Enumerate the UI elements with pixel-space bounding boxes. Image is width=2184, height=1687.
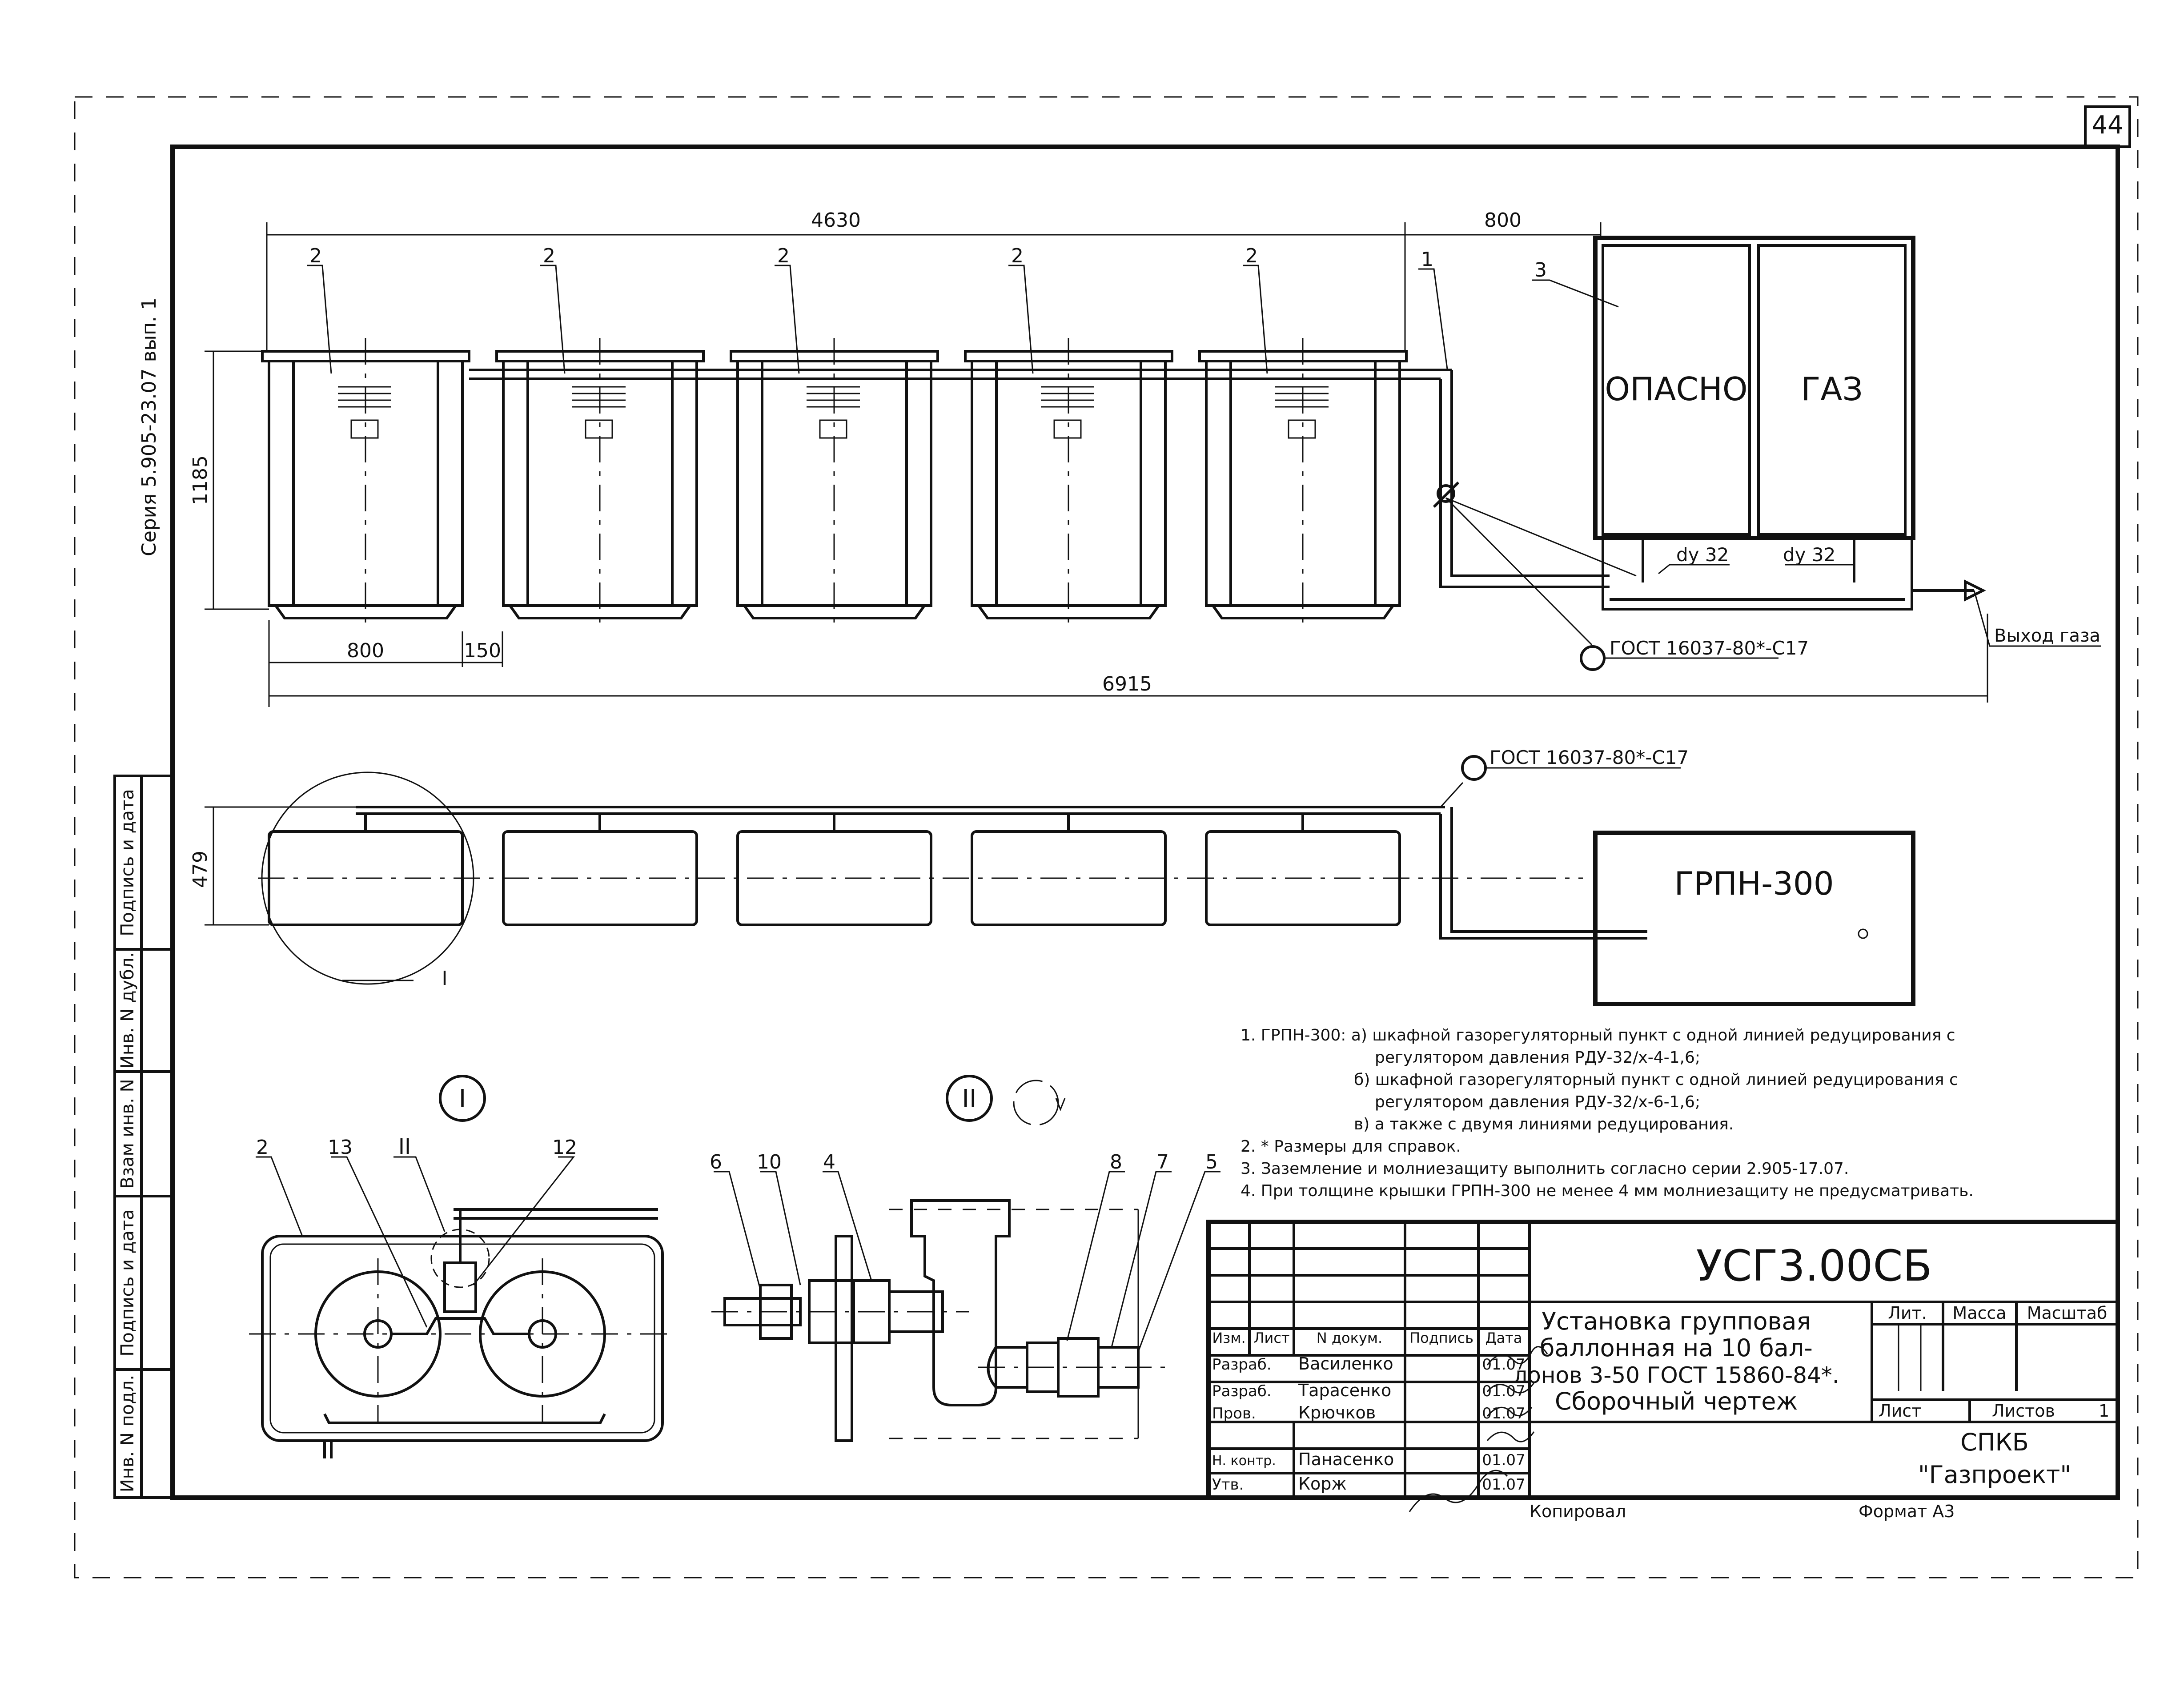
role-norm-control: Н. контр. [1212, 1453, 1276, 1469]
scale-label: Масштаб [2027, 1303, 2108, 1323]
drawing-title-line: Сборочный чертеж [1555, 1387, 1798, 1415]
grpn-warning-left: ОПАСНО [1605, 370, 1747, 408]
drawing-title-line: лонов 3-50 ГОСТ 15860-84*. [1513, 1362, 1839, 1388]
grpn-warning-right: ГАЗ [1801, 370, 1863, 408]
org-name-line-2: "Газпроект" [1918, 1461, 2071, 1489]
detail-II-callout-4: 4 [823, 1151, 835, 1173]
dim-depth: 479 [189, 851, 212, 888]
cabinet-callout: 2 [777, 245, 790, 267]
role-developer-2: Разраб. [1212, 1382, 1272, 1400]
date-approver: 01.07 [1482, 1476, 1525, 1494]
detail-I [249, 1075, 671, 1458]
lit-label: Лит. [1888, 1303, 1927, 1323]
note-line: б) шкафной газорегуляторный пункт с одно… [1354, 1071, 1958, 1089]
detail-I-callout-2: 2 [256, 1136, 269, 1159]
date-developer-2: 01.07 [1482, 1382, 1525, 1400]
collector-pipe [469, 369, 1610, 588]
name-checker: Крючков [1298, 1403, 1376, 1422]
detail-I-callout: I [442, 967, 448, 990]
grpn-cabinet [1593, 236, 1986, 611]
cabinet-callout: 2 [543, 245, 555, 267]
callout-leaders [307, 265, 2101, 671]
cabinet-callout: 2 [1011, 245, 1024, 267]
date-checker: 01.07 [1482, 1405, 1525, 1422]
name-developer: Василенко [1298, 1354, 1393, 1374]
pipe-callout: 1 [1421, 248, 1433, 271]
plan-view [205, 755, 1915, 1006]
side-stamp-signature-1: Подпись и дата [117, 789, 138, 936]
name-developer-2: Тарасенко [1298, 1381, 1391, 1400]
side-stamp-dup-inv: Инв. N дубл. [117, 952, 138, 1068]
detail-II-callout-8: 8 [1110, 1151, 1122, 1173]
side-stamp [113, 775, 174, 1499]
detail-I-title: I [459, 1084, 466, 1113]
copied-label: Копировал [1530, 1502, 1626, 1521]
detail-I-callout-12: 12 [552, 1136, 577, 1159]
note-line: 4. При толщине крышки ГРПН-300 не менее … [1241, 1182, 1974, 1200]
note-line: 1. ГРПН-300: а) шкафной газорегуляторный… [1241, 1026, 1955, 1044]
dimensions-front [205, 222, 1988, 707]
name-approver: Корж [1298, 1474, 1347, 1494]
format-label: Формат А3 [1859, 1502, 1955, 1521]
detail-II-callout-7: 7 [1156, 1151, 1169, 1173]
dim-gap: 800 [1484, 209, 1522, 232]
mass-label: Масса [1952, 1303, 2006, 1323]
detail-I-callout-13: 13 [328, 1136, 353, 1159]
drawing-title-line: Установка групповая [1542, 1307, 1811, 1335]
note-line: 3. Заземление и молниезащиту выполнить с… [1241, 1160, 1849, 1178]
sheet-label: Лист [1879, 1401, 1921, 1421]
role-checker: Пров. [1212, 1405, 1256, 1422]
date-developer: 01.07 [1482, 1356, 1525, 1374]
col-header-sheet: Лист [1253, 1330, 1289, 1346]
col-header-signature: Подпись [1409, 1330, 1473, 1346]
dim-total: 6915 [1102, 673, 1152, 695]
inlet-size-label: dy 32 [1676, 544, 1729, 566]
col-header-date: Дата [1485, 1330, 1522, 1346]
dim-total-top: 4630 [811, 209, 861, 232]
col-header-doc: N докум. [1317, 1330, 1382, 1346]
front-view: ОПАСНО ГАЗ 2 2 2 2 2 1 3 dy 32 dy 32 ГОС… [189, 209, 2101, 707]
cabinet-callout: 2 [309, 245, 322, 267]
note-line: регулятором давления РДУ-32/х-6-1,6; [1375, 1093, 1700, 1111]
name-norm-control: Панасенко [1298, 1450, 1394, 1469]
detail-I-callout-II: II [398, 1134, 411, 1159]
sheets-label: Листов [1992, 1401, 2055, 1421]
general-notes: 1. ГРПН-300: а) шкафной газорегуляторный… [1241, 1026, 1974, 1200]
dim-height: 1185 [189, 455, 212, 505]
role-approver: Утв. [1212, 1476, 1244, 1494]
drawing-designation: УСГ3.00СБ [1696, 1241, 1932, 1291]
dim-cabinet-width: 800 [347, 639, 384, 662]
center-lines [365, 338, 1304, 631]
note-line: 2. * Размеры для справок. [1241, 1137, 1461, 1156]
detail-II-callout-10: 10 [757, 1151, 782, 1173]
role-developer: Разраб. [1212, 1356, 1272, 1374]
sheet-frame [74, 96, 2139, 1579]
side-stamp-signature-2: Подпись и дата [117, 1209, 138, 1356]
sheet-number: 44 [2092, 111, 2123, 140]
grounding-spec-front: ГОСТ 16037-80*-С17 [1610, 637, 1809, 659]
dim-cabinet-gap: 150 [464, 639, 501, 662]
note-line: в) а также с двумя линиями редуцирования… [1354, 1115, 1734, 1133]
detail-II-callout-5: 5 [1205, 1151, 1218, 1173]
gas-outlet-label: Выход газа [1994, 626, 2100, 646]
series-label: Серия 5.905-23.07 вып. 1 [138, 297, 161, 556]
detail-II-callout-6: 6 [710, 1151, 722, 1173]
side-stamp-replace-inv: Взам инв. N [117, 1079, 138, 1189]
org-name-line-1: СПКБ [1960, 1428, 2029, 1456]
title-block [1206, 1220, 2120, 1512]
col-header-rev: Изм. [1212, 1330, 1245, 1346]
detail-II-title: II [962, 1084, 976, 1113]
outlet-size-label: dy 32 [1783, 544, 1835, 566]
grounding-spec-plan: ГОСТ 16037-80*-С17 [1489, 747, 1689, 768]
detail-II [711, 1075, 1220, 1442]
note-line: регулятором давления РДУ-32/х-4-1,6; [1375, 1048, 1700, 1067]
grpn-callout: 3 [1534, 259, 1547, 281]
date-norm-control: 01.07 [1482, 1451, 1525, 1469]
grpn-plan-label: ГРПН-300 [1674, 865, 1834, 902]
drawing-title-line: баллонная на 10 бал- [1540, 1334, 1813, 1362]
side-stamp-orig-inv: Инв. N подл. [117, 1375, 138, 1492]
cabinet-callout: 2 [1245, 245, 1258, 267]
sheets-value: 1 [2099, 1401, 2109, 1421]
